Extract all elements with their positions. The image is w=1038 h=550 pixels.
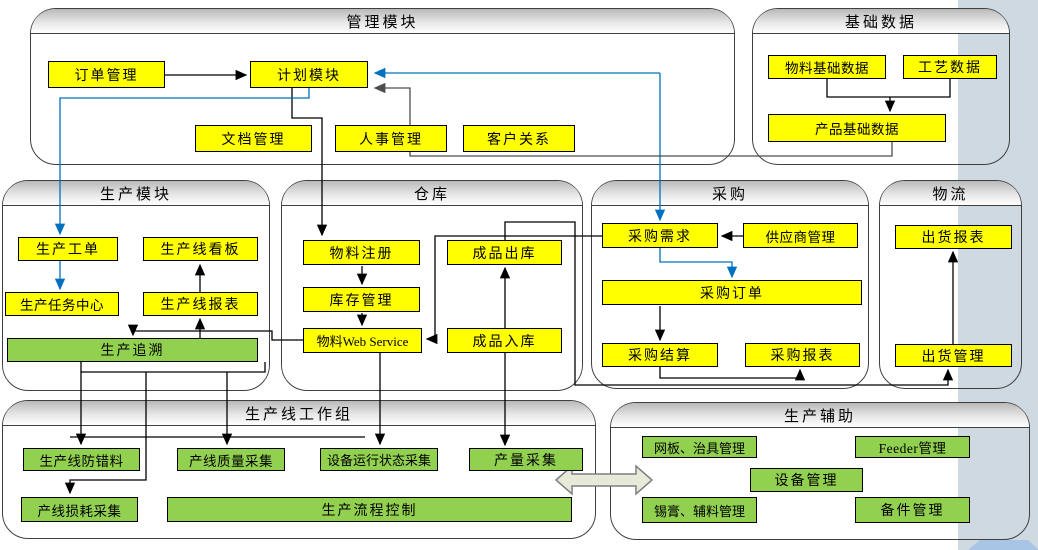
- box-purchase-report: 采购报表: [745, 343, 860, 367]
- module-management-title: 管理模块: [31, 9, 734, 34]
- box-stencil-fixture-management: 网板、治具管理: [642, 436, 757, 458]
- module-logistics: 物流: [879, 180, 1022, 389]
- module-procurement: 采购: [591, 180, 869, 389]
- box-finished-goods-outbound: 成品出库: [447, 240, 562, 265]
- module-warehouse-title: 仓库: [282, 181, 582, 206]
- module-warehouse: 仓库: [281, 180, 583, 391]
- box-line-error-proofing: 生产线防错料: [23, 448, 140, 471]
- module-production-title: 生产模块: [3, 181, 269, 206]
- box-equipment-management: 设备管理: [750, 468, 863, 492]
- module-procurement-title: 采购: [592, 181, 868, 206]
- module-line-workgroup: 生产线工作组: [2, 400, 596, 539]
- box-supplier-management: 供应商管理: [743, 223, 858, 248]
- box-purchase-demand: 采购需求: [602, 223, 718, 248]
- connector-basicdata-join: [826, 79, 951, 98]
- connector-productdata-to-plan: [373, 82, 893, 157]
- box-inventory-management: 库存管理: [303, 287, 420, 312]
- box-equipment-status-collection: 设备运行状态采集: [320, 448, 438, 471]
- box-spare-parts-management: 备件管理: [855, 497, 970, 523]
- box-purchase-settlement: 采购结算: [602, 343, 718, 367]
- connector-demand-to-webservice: [425, 235, 602, 345]
- box-production-task-center: 生产任务中心: [5, 292, 119, 316]
- box-material-web-service: 物料Web Service: [303, 328, 422, 353]
- box-line-loss-collection: 产线损耗采集: [21, 497, 138, 522]
- box-shipping-report: 出货报表: [895, 225, 1012, 249]
- box-material-registration: 物料注册: [303, 240, 420, 265]
- box-line-quality-collection: 产线质量采集: [177, 448, 285, 471]
- box-production-line-kanban: 生产线看板: [143, 237, 258, 261]
- connector-demand-to-purchase-order: [659, 248, 738, 279]
- module-logistics-title: 物流: [880, 181, 1021, 206]
- box-output-collection: 产量采集: [469, 448, 583, 471]
- box-order-management: 订单管理: [48, 61, 165, 88]
- double-arrow-shape: [554, 464, 654, 496]
- module-management: 管理模块: [30, 8, 735, 165]
- box-solder-paste-management: 锡膏、辅料管理: [642, 497, 757, 523]
- connector-settlement-to-report: [659, 367, 806, 381]
- box-material-basic-data: 物料基础数据: [768, 55, 886, 79]
- module-production-support: 生产辅助: [610, 402, 1030, 540]
- module-basic-data: 基础数据: [752, 8, 1010, 165]
- box-purchase-order: 采购订单: [602, 280, 862, 305]
- connector-plan-to-work-order: [54, 88, 310, 236]
- box-process-control: 生产流程控制: [167, 497, 572, 522]
- box-production-line-report: 生产线报表: [143, 292, 258, 316]
- box-production-traceability: 生产追溯: [7, 338, 258, 362]
- module-line-workgroup-title: 生产线工作组: [3, 401, 595, 426]
- connector-webservice-to-trace: [127, 324, 303, 341]
- box-finished-goods-inbound: 成品入库: [447, 328, 562, 353]
- box-shipping-management: 出货管理: [895, 344, 1012, 367]
- connector-outbound-to-shipping: [504, 221, 954, 386]
- box-production-work-order: 生产工单: [18, 237, 118, 261]
- connector-to-loss-collection: [64, 372, 147, 495]
- box-process-data: 工艺数据: [903, 55, 997, 79]
- module-production: 生产模块: [2, 180, 270, 391]
- box-hr-management: 人事管理: [335, 125, 447, 152]
- module-basic-data-title: 基础数据: [753, 9, 1009, 34]
- module-production-support-title: 生产辅助: [611, 403, 1029, 428]
- background-side-strip: [958, 0, 1038, 550]
- box-document-management: 文档管理: [195, 125, 312, 152]
- connector-trace-bus: [80, 362, 266, 373]
- box-product-basic-data: 产品基础数据: [768, 114, 946, 142]
- box-plan-module: 计划模块: [250, 61, 368, 88]
- connector-plan-to-material-registration: [291, 88, 328, 237]
- box-feeder-management: Feeder管理: [855, 436, 970, 458]
- corner-decoration: [968, 540, 1038, 550]
- box-customer-relations: 客户关系: [463, 125, 575, 152]
